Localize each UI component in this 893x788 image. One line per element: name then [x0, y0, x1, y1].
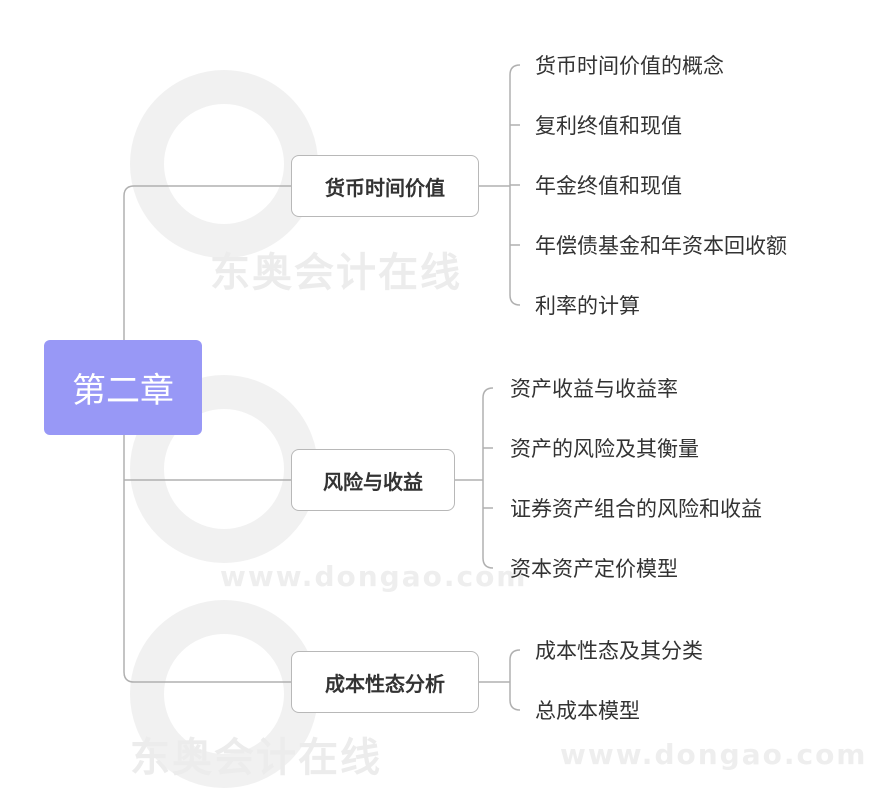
bracket-1 — [479, 64, 521, 306]
branch-node-time-value[interactable]: 货币时间价值 — [291, 155, 479, 217]
leaf-node[interactable]: 利率的计算 — [535, 294, 640, 318]
leaf-node[interactable]: 资产收益与收益率 — [510, 377, 678, 401]
bracket-2 — [455, 387, 494, 569]
leaf-node[interactable]: 复利终值和现值 — [535, 114, 682, 138]
branch-node-cost-behavior[interactable]: 成本性态分析 — [291, 651, 479, 713]
watermark-text: 东奥会计在线 — [210, 250, 462, 296]
leaf-node[interactable]: 证券资产组合的风险和收益 — [510, 497, 762, 521]
watermark-text: 东奥会计在线 — [130, 735, 382, 781]
bracket-3 — [479, 649, 521, 711]
leaf-node[interactable]: 资产的风险及其衡量 — [510, 437, 699, 461]
leaf-node[interactable]: 资本资产定价模型 — [510, 557, 678, 581]
branch-node-risk-return[interactable]: 风险与收益 — [291, 449, 455, 511]
watermark-url: www.dongao.com — [560, 738, 868, 771]
leaf-node[interactable]: 货币时间价值的概念 — [535, 54, 724, 78]
root-node[interactable]: 第二章 — [44, 340, 202, 435]
leaf-node[interactable]: 总成本模型 — [535, 699, 640, 723]
leaf-node[interactable]: 年金终值和现值 — [535, 174, 682, 198]
leaf-node[interactable]: 成本性态及其分类 — [535, 639, 703, 663]
leaf-node[interactable]: 年偿债基金和年资本回收额 — [535, 234, 787, 258]
watermark-url: www.dongao.com — [220, 560, 528, 593]
